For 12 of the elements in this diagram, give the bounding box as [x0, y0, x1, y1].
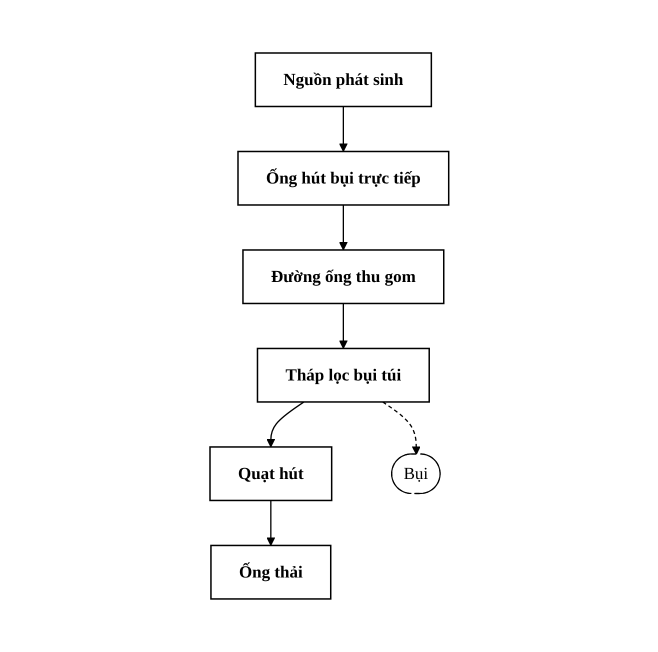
arrow — [338, 106, 348, 152]
arrow — [338, 304, 348, 349]
node-box: Đường ống thu gom — [242, 249, 444, 304]
node-box: Ống hút bụi trực tiếp — [236, 150, 450, 206]
node-box: Quạt hút — [208, 446, 332, 502]
arrow — [266, 401, 304, 448]
arrow — [338, 205, 348, 250]
arrow — [382, 401, 420, 455]
arrow — [266, 500, 275, 546]
node-box: Nguồn phát sinh — [254, 52, 432, 108]
node-box: Ống thải — [210, 544, 332, 600]
node-box: Tháp lọc bụi túi — [256, 348, 430, 403]
